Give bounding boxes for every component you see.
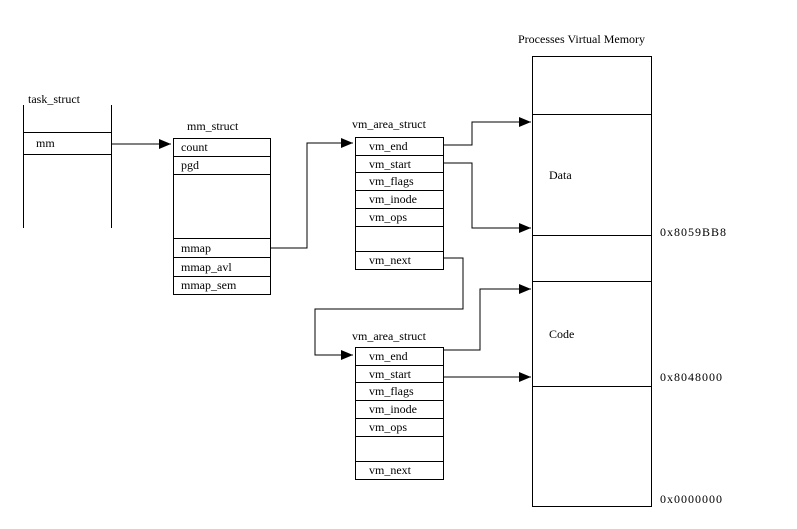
field-row-mmap-avl: mmap_avl bbox=[174, 258, 270, 277]
task-struct-title: task_struct bbox=[28, 92, 80, 106]
arrow-vm-start-top-to-data-bottom bbox=[444, 162, 531, 233]
field-row-vm-flags: vm_flags bbox=[356, 173, 443, 191]
address-label-data-start: 0x8059BB8 bbox=[660, 225, 728, 239]
field-row-vm-ops: vm_ops bbox=[356, 419, 443, 437]
memory-region-data: Data bbox=[533, 115, 651, 236]
memory-region-gap bbox=[533, 236, 651, 282]
vm-area-struct-top-box: vm_end vm_start vm_flags vm_inode vm_ops… bbox=[355, 137, 444, 270]
field-row-vm-start: vm_start bbox=[356, 156, 443, 173]
vm-area-struct-bottom-box: vm_end vm_start vm_flags vm_inode vm_ops… bbox=[355, 347, 444, 480]
address-label-code-start: 0x8048000 bbox=[660, 370, 723, 384]
field-label-mm: mm bbox=[36, 136, 55, 150]
field-row-vm-flags: vm_flags bbox=[356, 383, 443, 401]
arrow-vm-end-bottom-to-code-top bbox=[444, 284, 531, 351]
task-struct-right-edge bbox=[111, 105, 112, 228]
field-row-vm-next: vm_next bbox=[369, 463, 411, 477]
vm-area-struct-top-title: vm_area_struct bbox=[352, 117, 426, 131]
task-struct-field-mm: mm bbox=[23, 132, 111, 155]
vm-area-struct-bottom-title: vm_area_struct bbox=[352, 329, 426, 343]
field-row-vm-inode: vm_inode bbox=[356, 191, 443, 209]
field-row-vm-end: vm_end bbox=[356, 348, 443, 366]
field-row-vm-ops: vm_ops bbox=[356, 209, 443, 227]
field-row-pgd: pgd bbox=[174, 157, 270, 175]
arrow-vm-end-top-to-data-top bbox=[444, 117, 531, 146]
field-row-vm-end: vm_end bbox=[356, 138, 443, 156]
field-row-mmap: mmap bbox=[174, 239, 270, 258]
memory-map-title: Processes Virtual Memory bbox=[518, 32, 646, 46]
field-row-mmap-sem: mmap_sem bbox=[181, 278, 237, 292]
field-row-empty bbox=[356, 437, 443, 462]
memory-map-box: Data Code bbox=[532, 56, 652, 507]
memory-region-bottom-empty bbox=[533, 387, 651, 506]
field-row-empty bbox=[356, 227, 443, 252]
field-row-empty bbox=[174, 175, 270, 239]
arrow-mmap-to-vm-area-struct-top bbox=[271, 138, 353, 249]
address-label-zero: 0x0000000 bbox=[660, 492, 723, 506]
field-row-vm-next: vm_next bbox=[369, 253, 411, 267]
memory-region-code: Code bbox=[533, 282, 651, 387]
mm-struct-box: count pgd mmap mmap_avl mmap_sem bbox=[173, 138, 271, 295]
field-row-vm-start: vm_start bbox=[356, 366, 443, 383]
task-struct-left-edge bbox=[23, 105, 24, 228]
field-row-vm-inode: vm_inode bbox=[356, 401, 443, 419]
mm-struct-title: mm_struct bbox=[187, 119, 239, 133]
arrow-vm-next-to-vm-area-struct-bottom bbox=[314, 257, 464, 360]
memory-region-top-empty bbox=[533, 57, 651, 115]
field-row-count: count bbox=[174, 139, 270, 157]
